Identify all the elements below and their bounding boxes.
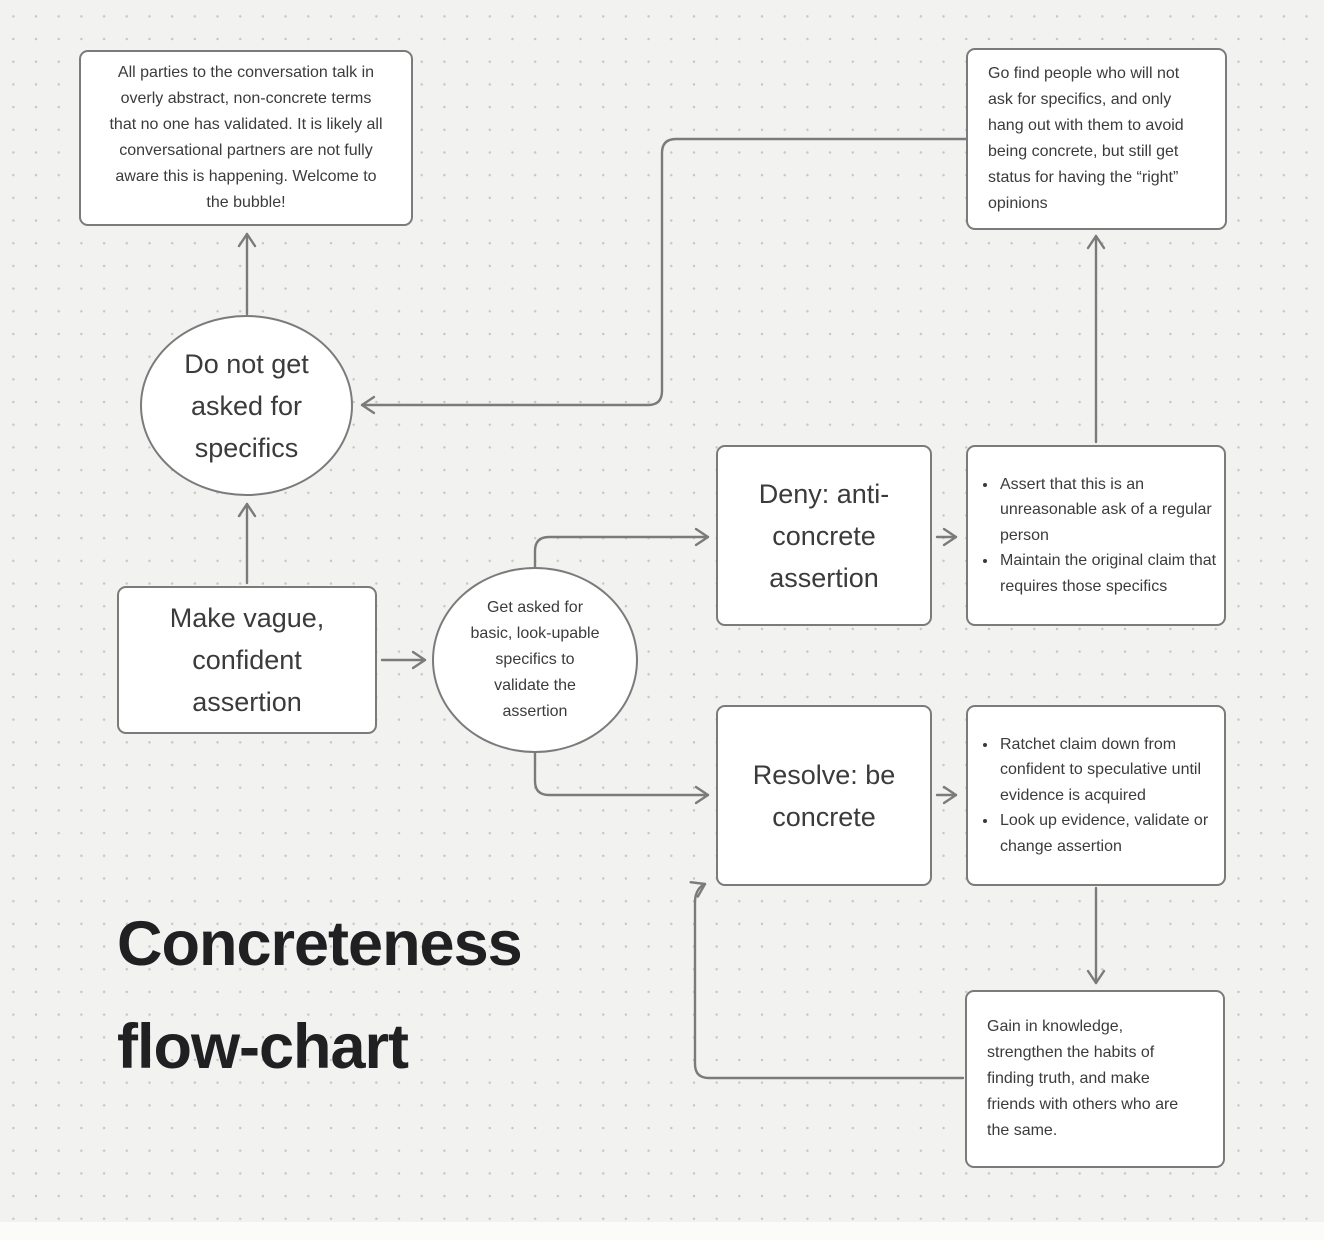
node-deny-actions: Assert that this is an unreasonable ask … <box>966 445 1226 626</box>
node-go-find-people: Go find people who will not ask for spec… <box>966 48 1227 230</box>
list-item: Look up evidence, validate or change ass… <box>998 808 1218 859</box>
node-gain-knowledge: Gain in knowledge, strengthen the habits… <box>965 990 1225 1168</box>
resolve-actions-list: Ratchet claim down from confident to spe… <box>968 732 1224 860</box>
list-item: Ratchet claim down from confident to spe… <box>998 732 1218 809</box>
node-resolve-actions: Ratchet claim down from confident to spe… <box>966 705 1226 886</box>
connector-get-asked-to-resolve <box>533 749 710 805</box>
node-resolve-be-concrete: Resolve: be concrete <box>716 705 932 886</box>
connector-go-find-to-do-not <box>360 137 968 415</box>
list-item: Maintain the original claim that require… <box>998 548 1218 599</box>
deny-actions-list: Assert that this is an unreasonable ask … <box>968 472 1224 600</box>
connector-get-asked-to-deny <box>533 527 710 571</box>
connector-gain-to-resolve <box>689 881 965 1080</box>
node-do-not-get-asked: Do not get asked for specifics <box>140 315 353 496</box>
list-item: Assert that this is an unreasonable ask … <box>998 472 1218 549</box>
node-get-asked-specifics: Get asked for basic, look-upable specifi… <box>432 567 638 753</box>
node-deny-anti-concrete: Deny: anti- concrete assertion <box>716 445 932 626</box>
node-bubble-outcome: All parties to the conversation talk in … <box>79 50 413 226</box>
bottom-margin <box>0 1222 1324 1240</box>
node-make-vague-assertion: Make vague, confident assertion <box>117 586 377 734</box>
page-title: Concreteness flow-chart <box>117 909 523 1082</box>
